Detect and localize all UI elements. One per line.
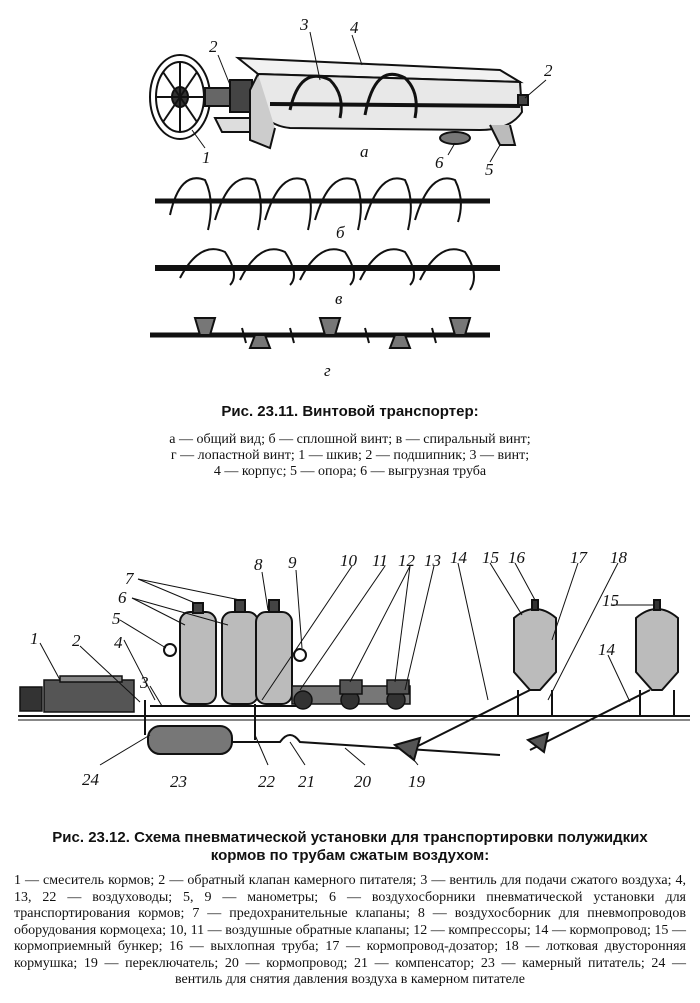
label-b: б [336,223,345,242]
air-receivers-drawing [150,599,307,707]
label-7: 7 [125,569,135,588]
label-10: 10 [340,551,358,570]
label-v: в [335,289,343,308]
compressors-drawing [291,679,411,710]
figure-23-12-caption: Рис. 23.12. Схема пневматической установ… [0,829,700,865]
label-23: 23 [170,772,187,791]
label-12: 12 [398,551,416,570]
figure-pneumatic-installation: 7 6 5 4 1 2 3 8 9 10 11 12 13 14 15 16 1… [18,548,690,791]
label-11: 11 [372,551,388,570]
fig2-leader-lines [39,562,655,766]
label-6: 6 [118,588,127,607]
paddle-screw-drawing [150,317,490,349]
label-2-left: 2 [209,37,218,56]
figure-screw-conveyor: 2 3 4 2 1 а 6 5 б в г [149,15,553,380]
label-16: 16 [508,548,526,567]
label-9: 9 [288,553,297,572]
label-1: 1 [30,629,39,648]
ground-line [18,715,690,721]
label-15-right: 15 [602,591,619,610]
chamber-feeder-drawing [144,689,651,762]
caption-line-1: Рис. 23.12. Схема пневматической установ… [52,829,648,846]
label-19: 19 [408,772,426,791]
label-14-right: 14 [598,640,616,659]
label-20: 20 [354,772,372,791]
figure-23-12-legend: 1 — смеситель кормов; 2 — обратный клапа… [14,873,686,987]
label-3: 3 [299,15,309,34]
label-g: г [324,361,331,380]
label-24: 24 [82,770,100,789]
label-21: 21 [298,772,315,791]
spiral-screw-drawing [155,248,500,291]
label-1: 1 [202,148,211,167]
label-15-left: 15 [482,548,499,567]
legend-line: г — лопастной винт; 1 — шкив; 2 — подшип… [170,448,530,463]
label-3: 3 [139,673,149,692]
feed-hoppers-drawing [513,599,679,716]
label-5: 5 [485,160,494,179]
figure-23-11-caption: Рис. 23.11. Винтовой транспортер: [221,403,479,420]
label-a: а [360,142,369,161]
label-2-right: 2 [544,61,553,80]
label-14-left: 14 [450,548,468,567]
label-8: 8 [254,555,263,574]
legend-line: 4 — корпус; 5 — опора; 6 — выгрузная тру… [213,464,487,479]
label-5: 5 [112,609,121,628]
label-4: 4 [350,18,359,37]
label-18: 18 [610,548,628,567]
label-13: 13 [424,551,441,570]
label-4: 4 [114,633,123,652]
label-2: 2 [72,631,81,650]
fig1-leader-lines [191,31,547,163]
legend-line: а — общий вид; б — сплошной винт; в — сп… [169,432,531,447]
figure-23-11-legend: а — общий вид; б — сплошной винт; в — сп… [80,432,620,480]
label-22: 22 [258,772,276,791]
label-17: 17 [570,548,589,567]
feed-mixer-drawing [19,675,135,713]
caption-line-2: кормов по трубам сжатым воздухом: [210,847,490,864]
conveyor-body-drawing [234,56,529,150]
label-6: 6 [435,153,444,172]
solid-screw-drawing [155,177,490,231]
